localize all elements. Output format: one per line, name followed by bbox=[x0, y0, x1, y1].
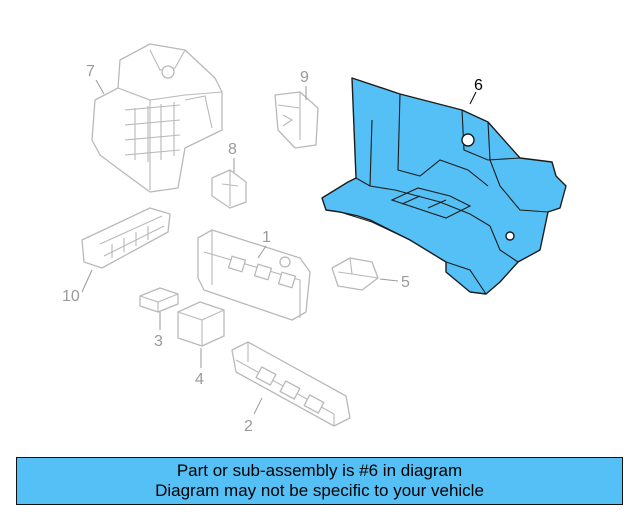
callout-5: 5 bbox=[401, 274, 410, 291]
callout-4: 4 bbox=[195, 371, 204, 388]
part-3-block[interactable] bbox=[139, 287, 179, 313]
parts-diagram: 7 9 8 10 1 5 3 4 2 6 bbox=[62, 43, 567, 435]
part-5-clip[interactable] bbox=[331, 257, 379, 291]
part-2-connector-block[interactable] bbox=[231, 341, 351, 427]
part-7-fuse-box[interactable] bbox=[91, 43, 223, 193]
leader-10 bbox=[81, 269, 93, 293]
part-6-bracket[interactable] bbox=[321, 77, 567, 295]
callout-1: 1 bbox=[262, 229, 271, 246]
leader-2 bbox=[253, 397, 263, 415]
callout-8: 8 bbox=[228, 141, 237, 158]
callout-9: 9 bbox=[300, 69, 309, 86]
part-8-fuse[interactable] bbox=[211, 169, 247, 209]
part-9-fuse[interactable] bbox=[274, 91, 319, 149]
callout-6: 6 bbox=[474, 77, 483, 94]
banner-line-1: Part or sub-assembly is #6 in diagram bbox=[176, 461, 463, 480]
leader-5 bbox=[379, 278, 399, 282]
callout-3: 3 bbox=[154, 333, 163, 350]
part-10-connector[interactable] bbox=[81, 207, 171, 269]
leader-7 bbox=[95, 79, 105, 95]
banner-line-2: Diagram may not be specific to your vehi… bbox=[155, 481, 484, 500]
leader-1 bbox=[257, 245, 267, 259]
callout-10: 10 bbox=[62, 288, 80, 305]
leader-6 bbox=[469, 91, 477, 105]
callout-7: 7 bbox=[86, 63, 95, 80]
info-banner: Part or sub-assembly is #6 in diagram Di… bbox=[16, 457, 623, 505]
callout-2: 2 bbox=[244, 418, 253, 435]
part-4-relay[interactable] bbox=[177, 301, 225, 347]
part-1-relay-block[interactable] bbox=[197, 229, 311, 321]
